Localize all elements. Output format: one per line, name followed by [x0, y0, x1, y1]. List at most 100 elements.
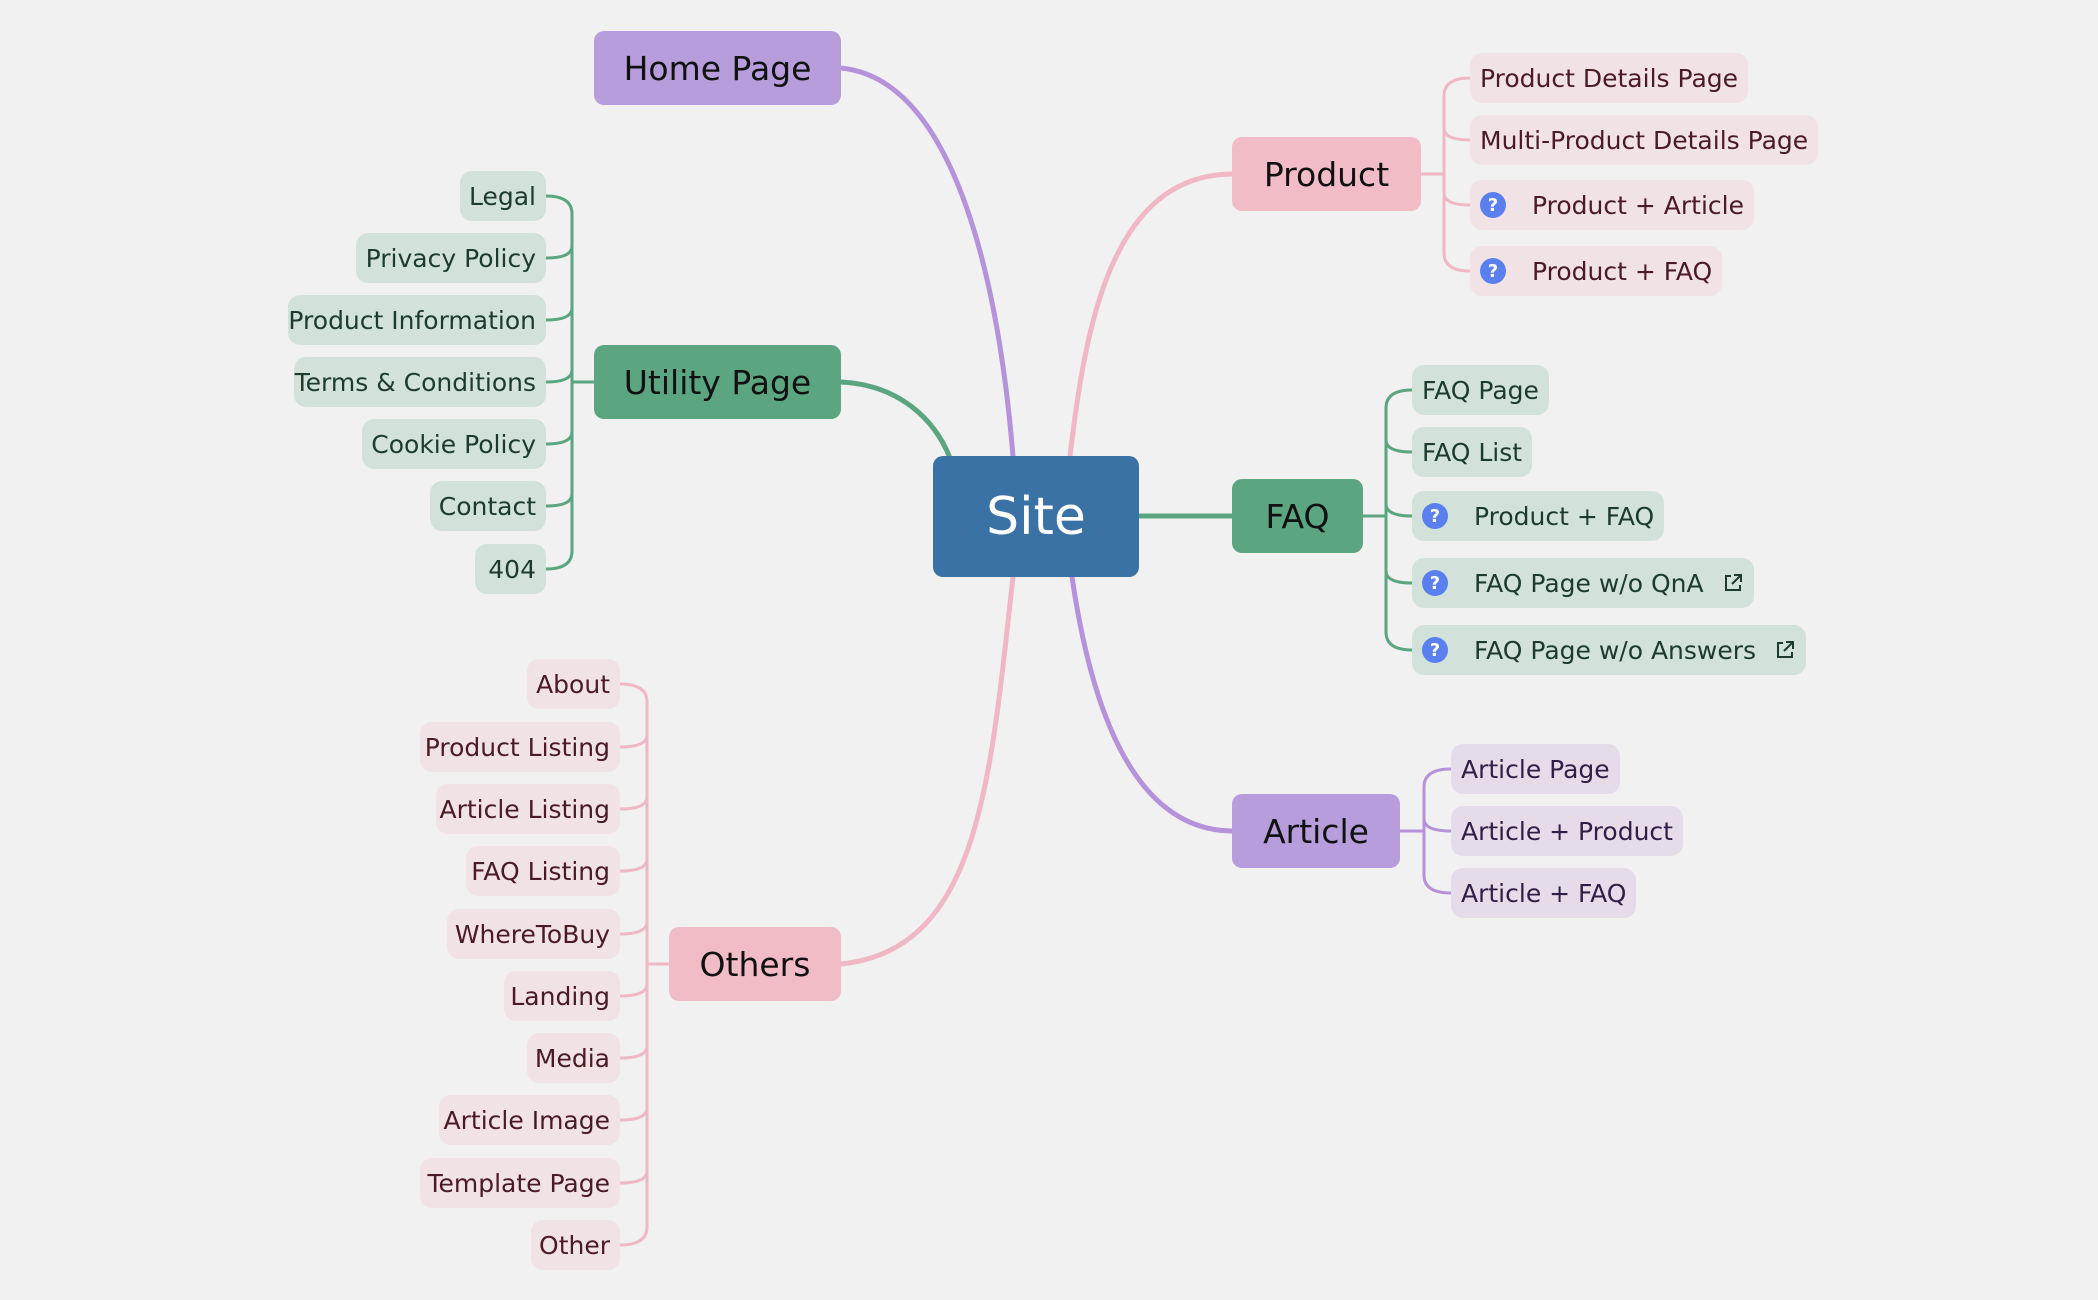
question-circle-icon: ? — [1480, 258, 1506, 284]
utility-leaf[interactable]: Legal — [460, 171, 546, 221]
leaf-link-others — [618, 920, 649, 936]
spine-product — [1442, 76, 1472, 273]
faq-leaf[interactable]: FAQ List — [1412, 427, 1533, 477]
question-circle-icon: ? — [1422, 570, 1448, 596]
leaf-label: About — [536, 669, 610, 699]
utility-leaf[interactable]: Cookie Policy — [362, 419, 546, 469]
faq-leaf[interactable]: ? FAQ Page w/o Answers — [1412, 625, 1807, 675]
faq-leaf[interactable]: FAQ Page — [1412, 365, 1549, 415]
article-leaf[interactable]: Article Page — [1451, 744, 1620, 794]
leaf-link-article — [1422, 817, 1453, 833]
faq-leaf[interactable]: ? Product + FAQ — [1412, 491, 1665, 541]
leaf-label: Template Page — [427, 1168, 610, 1198]
branch-link-others — [838, 574, 1016, 967]
question-circle-icon: ? — [1422, 503, 1448, 529]
leaf-label: FAQ Page — [1422, 375, 1539, 405]
leaf-link-faq — [1384, 502, 1414, 518]
utility-leaf[interactable]: Contact — [430, 481, 546, 531]
root-node-site[interactable]: Site — [933, 456, 1139, 577]
leaf-label: Product + FAQ — [1474, 501, 1655, 531]
leaf-label: Cookie Policy — [371, 429, 536, 459]
leaf-link-others — [618, 982, 649, 998]
product-leaf[interactable]: ?Product + FAQ — [1470, 246, 1723, 296]
branch-link-product — [1067, 171, 1235, 459]
leaf-label: FAQ Listing — [471, 856, 610, 886]
utility-leaf[interactable]: Product Information — [288, 295, 546, 345]
leaf-link-product — [1442, 126, 1472, 142]
spine-others — [618, 682, 649, 1247]
external-link-icon[interactable] — [1722, 572, 1744, 594]
leaf-label: Product + Article — [1532, 190, 1744, 220]
others-leaf[interactable]: Landing — [504, 971, 620, 1021]
others-leaf[interactable]: About — [527, 659, 620, 709]
leaf-label: Other — [539, 1230, 610, 1260]
utility-leaf[interactable]: Privacy Policy — [356, 233, 546, 283]
leaf-label: FAQ Page w/o QnA — [1474, 568, 1704, 598]
product-leaf[interactable]: Multi-Product Details Page — [1470, 115, 1819, 165]
branch-utility-page[interactable]: Utility Page — [594, 345, 841, 419]
leaf-link-utility — [544, 492, 574, 508]
leaf-label: Multi-Product Details Page — [1480, 125, 1809, 155]
leaf-link-others — [618, 1106, 649, 1122]
others-leaf[interactable]: WhereToBuy — [447, 909, 620, 959]
branch-link-utility-page — [838, 379, 953, 461]
leaf-label: Article Page — [1461, 754, 1610, 784]
branch-link-home-page — [838, 65, 1016, 459]
leaf-label: Product Listing — [424, 732, 610, 762]
leaf-link-utility — [544, 368, 574, 384]
leaf-label: Article Listing — [439, 794, 610, 824]
spine-faq — [1384, 388, 1414, 652]
leaf-label: Privacy Policy — [365, 243, 536, 273]
utility-leaf[interactable]: 404 — [475, 544, 546, 594]
leaf-label: Terms & Conditions — [294, 367, 536, 397]
branch-others[interactable]: Others — [669, 927, 841, 1001]
leaf-link-faq — [1384, 569, 1414, 585]
leaf-label: Article + Product — [1461, 816, 1673, 846]
branch-article[interactable]: Article — [1232, 794, 1400, 868]
leaf-link-faq — [1384, 438, 1414, 454]
others-leaf[interactable]: Template Page — [420, 1158, 620, 1208]
leaf-label: 404 — [488, 554, 536, 584]
others-leaf[interactable]: Other — [531, 1220, 620, 1270]
leaf-link-others — [618, 857, 649, 873]
leaf-label: Product Information — [288, 305, 536, 335]
leaf-label: WhereToBuy — [454, 919, 610, 949]
others-leaf[interactable]: Media — [527, 1033, 620, 1083]
article-leaf[interactable]: Article + Product — [1451, 806, 1683, 856]
leaf-label: Contact — [438, 491, 536, 521]
question-circle-icon: ? — [1480, 192, 1506, 218]
external-link-icon[interactable] — [1774, 639, 1796, 661]
others-leaf[interactable]: Product Listing — [420, 722, 620, 772]
branch-product[interactable]: Product — [1232, 137, 1421, 211]
leaf-label: Article + FAQ — [1461, 878, 1627, 908]
branch-faq[interactable]: FAQ — [1232, 479, 1363, 553]
leaf-label: Media — [534, 1043, 610, 1073]
leaf-label: Legal — [468, 181, 536, 211]
leaf-link-utility — [544, 244, 574, 260]
product-leaf[interactable]: ? Product + Article — [1470, 180, 1754, 230]
product-leaf[interactable]: Product Details Page — [1470, 53, 1749, 103]
leaf-link-others — [618, 1044, 649, 1060]
leaf-label: Landing — [510, 981, 610, 1011]
leaf-link-product — [1442, 191, 1472, 207]
leaf-label: Article Image — [443, 1105, 610, 1135]
leaf-link-utility — [544, 430, 574, 446]
branch-link-article — [1069, 574, 1235, 834]
leaf-label: FAQ List — [1422, 437, 1523, 467]
question-circle-icon: ? — [1422, 637, 1448, 663]
article-leaf[interactable]: Article + FAQ — [1451, 868, 1637, 918]
leaf-link-others — [618, 733, 649, 749]
others-leaf[interactable]: FAQ Listing — [466, 846, 620, 896]
leaf-link-others — [618, 795, 649, 811]
leaf-label: FAQ Page w/o Answers — [1474, 635, 1757, 665]
spine-article — [1422, 767, 1453, 895]
utility-leaf[interactable]: Terms & Conditions — [294, 357, 546, 407]
leaf-link-others — [618, 1169, 649, 1185]
leaf-link-utility — [544, 306, 574, 322]
faq-leaf[interactable]: ? FAQ Page w/o QnA — [1412, 558, 1754, 608]
branch-home-page[interactable]: Home Page — [594, 31, 841, 105]
others-leaf[interactable]: Article Image — [439, 1095, 620, 1145]
others-leaf[interactable]: Article Listing — [436, 784, 620, 834]
